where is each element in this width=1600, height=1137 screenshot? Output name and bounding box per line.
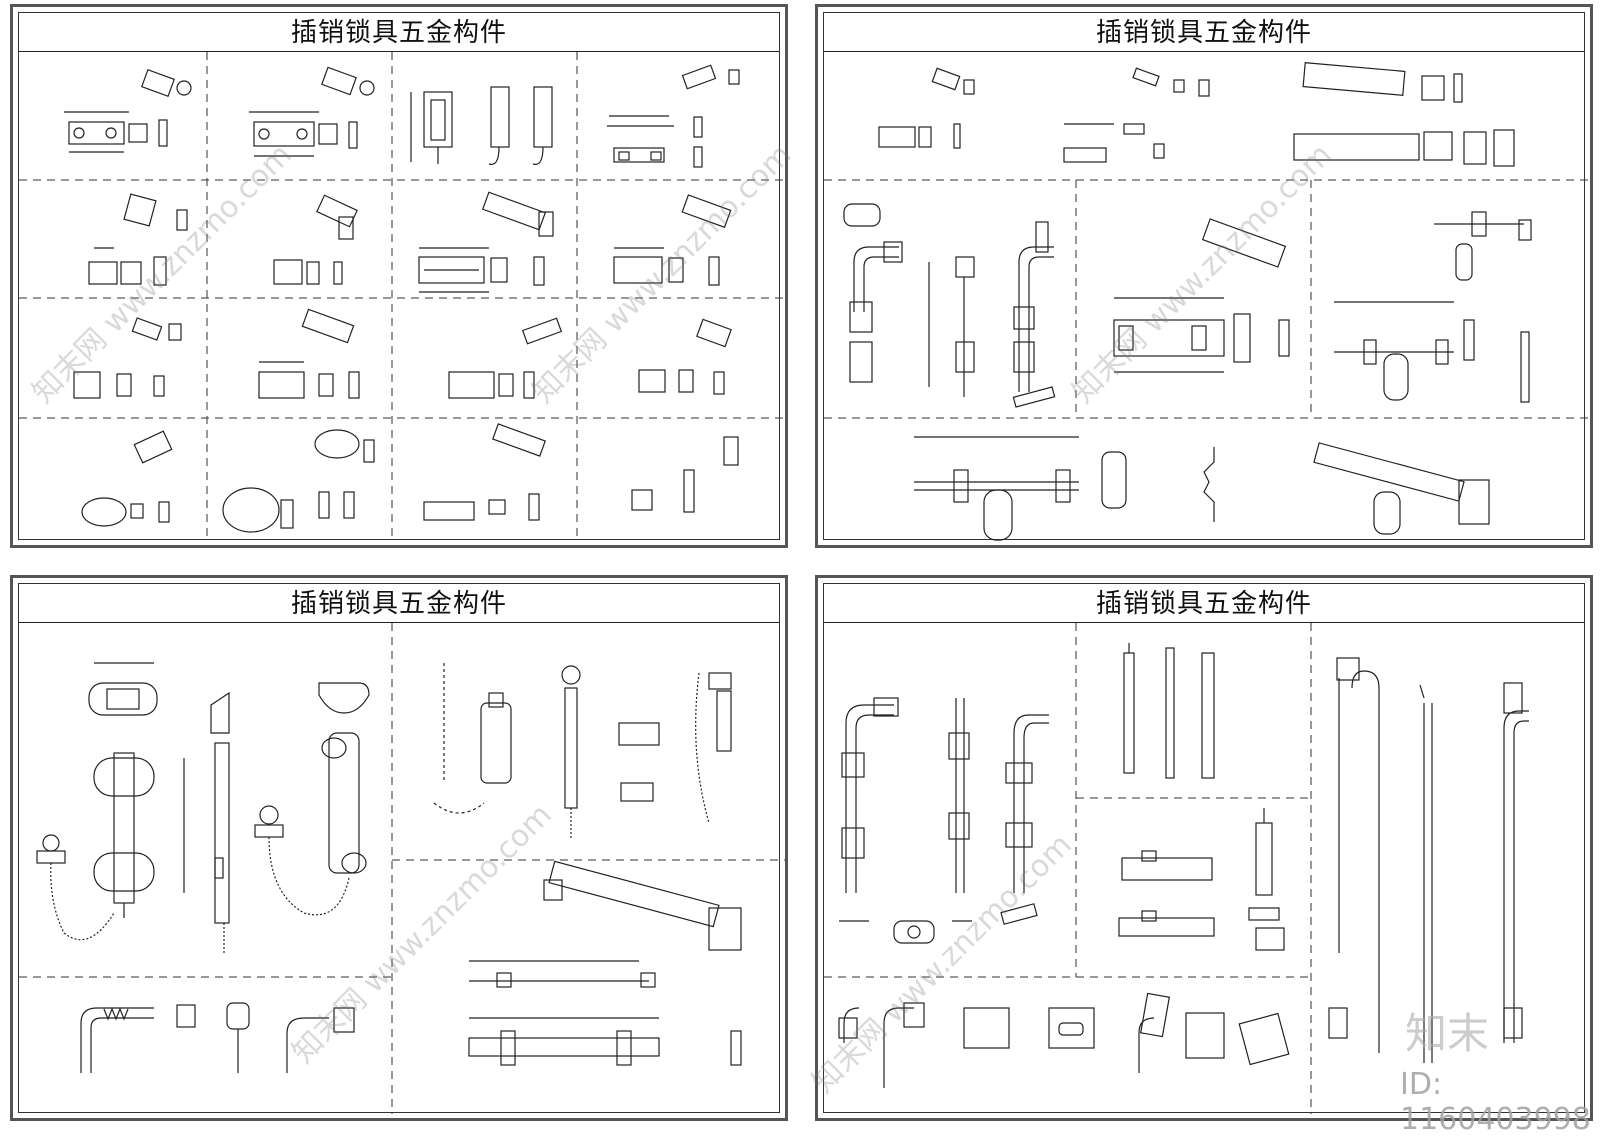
- long-door-bolt-drawing: [468, 860, 742, 1066]
- door-bolt-drawing: [81, 430, 173, 527]
- sheet-title: 插销锁具五金构件: [19, 584, 779, 623]
- cane-bolt-drawing: [839, 697, 1049, 944]
- hardware-drawings-grid: [19, 623, 785, 1114]
- drawing-sheet-2: 插销锁具五金构件: [815, 4, 1593, 548]
- door-bolt-drawing: [64, 68, 192, 153]
- sheet-title: 插销锁具五金构件: [19, 13, 779, 52]
- door-bolt-drawing: [418, 191, 554, 293]
- door-bolt-drawing: [249, 66, 375, 157]
- spring-bolt-drawing: [80, 1002, 355, 1073]
- door-bolt-drawing: [914, 436, 1215, 541]
- door-bolt-drawing: [410, 86, 553, 165]
- chain-bolt-drawing: [36, 662, 370, 953]
- door-bolt-drawing: [638, 318, 732, 395]
- hardware-drawings-grid: [824, 62, 1590, 541]
- door-bolt-drawing: [273, 194, 358, 285]
- door-bolt-drawing: [258, 308, 360, 399]
- sheet-frame: 插销锁具五金构件: [823, 583, 1585, 1114]
- door-bolt-drawing: [613, 194, 732, 286]
- door-bolt-drawing: [448, 317, 563, 399]
- chain-bolt-drawing: [433, 663, 732, 838]
- door-bolt-drawing: [1334, 211, 1532, 403]
- barrel-bolt-drawing: [1118, 643, 1285, 951]
- door-bolt-drawing: [88, 193, 188, 286]
- door-bolt-drawing: [878, 67, 1210, 163]
- door-bolt-drawing: [73, 317, 182, 399]
- sheet-frame: 插销锁具五金构件: [18, 12, 785, 541]
- sheet-frame: 插销锁具五金构件: [823, 12, 1590, 541]
- door-bolt-drawing: [1313, 442, 1490, 535]
- drawing-sheet-3: 插销锁具五金构件: [10, 575, 788, 1121]
- sheet-title: 插销锁具五金构件: [824, 584, 1584, 623]
- hasp-drawing: [838, 992, 1290, 1088]
- hardware-drawings-grid: [824, 623, 1529, 1114]
- hardware-drawings-grid: [19, 52, 785, 541]
- door-bolt-drawing: [222, 429, 375, 533]
- door-bolt-drawing: [1293, 62, 1515, 167]
- long-cane-bolt-drawing: [1328, 657, 1529, 1063]
- door-bolt-drawing: [1113, 218, 1290, 373]
- door-bolt-drawing: [843, 203, 1056, 408]
- image-id-label: ID: 1160403998: [1400, 1067, 1591, 1137]
- brand-logo: 知末: [1405, 1009, 1490, 1058]
- sheet-frame: 插销锁具五金构件: [18, 583, 785, 1114]
- drawing-sheet-1: 插销锁具五金构件: [10, 4, 788, 548]
- door-bolt-drawing: [631, 436, 739, 513]
- door-bolt-drawing: [607, 64, 740, 168]
- door-bolt-drawing: [423, 423, 546, 521]
- drawing-sheet-4: 插销锁具五金构件: [815, 575, 1593, 1121]
- sheet-title: 插销锁具五金构件: [824, 13, 1584, 52]
